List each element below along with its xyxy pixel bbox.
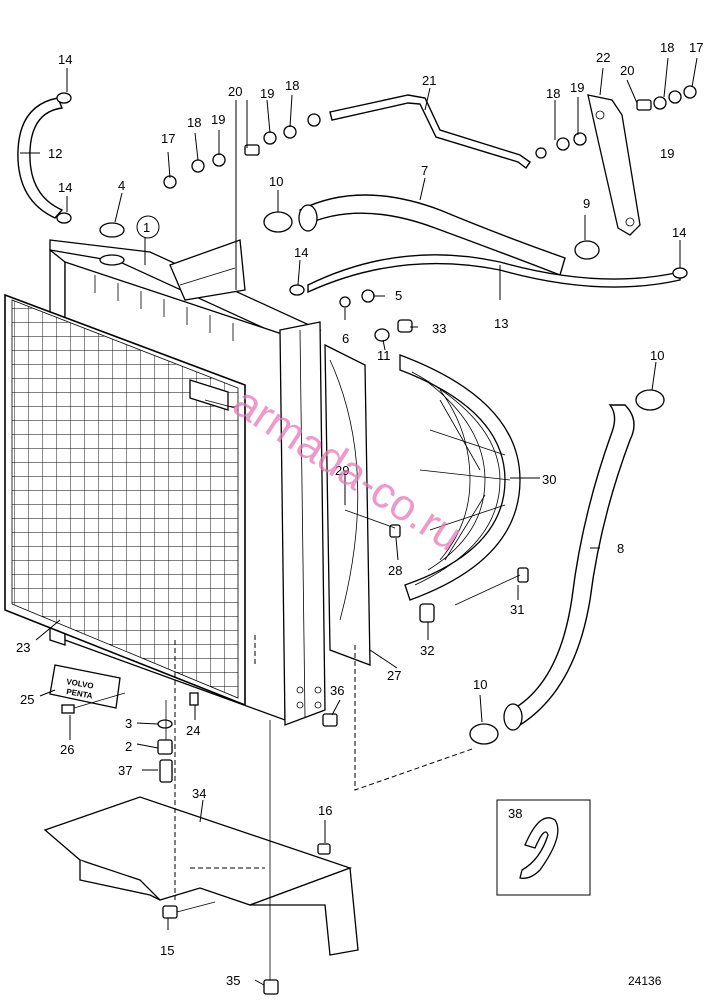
callout-37: 37 [118,763,132,778]
callout-1: 1 [143,220,150,235]
callout-5: 5 [395,288,402,303]
leader-lines [20,57,698,986]
callout-17-a: 17 [161,131,175,146]
callout-19-d: 19 [660,146,674,161]
detail-box-38 [496,799,591,896]
callout-19-c: 19 [570,80,584,95]
bracket-22 [587,94,641,236]
callout-20-a: 20 [228,84,242,99]
callout-17-b: 17 [689,40,703,55]
pipe-21 [329,94,531,170]
callout-4: 4 [118,178,125,193]
upper-hose-7 [299,194,566,276]
callout-29: 29 [335,463,349,478]
callout-28: 28 [388,563,402,578]
drawing-number: 24136 [628,974,662,988]
callout-10-a: 10 [269,174,283,189]
callout-24: 24 [186,723,200,738]
callout-20-b: 20 [620,63,634,78]
callout-25: 25 [20,692,34,707]
callout-15: 15 [160,943,174,958]
callout-13: 13 [494,316,508,331]
callout-32: 32 [420,643,434,658]
callout-12: 12 [48,146,62,161]
front-grille [4,293,246,707]
mounting-plate-34 [43,796,359,956]
bolts-and-rods [73,509,521,980]
callout-18-b: 18 [285,78,299,93]
callout-labels: 1 2 3 4 5 6 7 8 9 10 10 10 11 12 13 14 1… [16,40,703,988]
callout-2: 2 [125,739,132,754]
lower-hose-8 [514,404,635,727]
callout-36: 36 [330,683,344,698]
volvo-penta-nameplate: VOLVO PENTA [49,664,121,709]
callout-14-d: 14 [672,225,686,240]
callout-31: 31 [510,602,524,617]
callout-8: 8 [617,541,624,556]
callout-22: 22 [596,50,610,65]
callout-11: 11 [377,348,391,363]
callout-30: 30 [542,472,556,487]
callout-23: 23 [16,640,30,655]
callout-21: 21 [422,73,436,88]
callout-35: 35 [226,973,240,988]
callout-10-b: 10 [650,348,664,363]
callout-7: 7 [421,163,428,178]
callout-19-b: 19 [260,86,274,101]
fan-guard-30 [399,354,521,601]
callout-14-b: 14 [58,180,72,195]
pipe-13 [307,254,681,294]
callout-26: 26 [60,742,74,757]
callout-38: 38 [508,806,522,821]
callout-3: 3 [125,716,132,731]
callout-34: 34 [192,786,206,801]
callout-33: 33 [432,321,446,336]
callout-18-a: 18 [187,115,201,130]
callout-10-c: 10 [473,677,487,692]
callout-9: 9 [583,196,590,211]
callout-27: 27 [387,668,401,683]
callout-14-a: 14 [58,52,72,67]
callout-16: 16 [318,803,332,818]
callout-19-a: 19 [211,112,225,127]
callout-circle-1 [136,215,160,239]
callout-18-d: 18 [660,40,674,55]
callout-6: 6 [342,331,349,346]
callout-14-c: 14 [294,245,308,260]
hose-12 [17,97,64,219]
callout-18-c: 18 [546,86,560,101]
fasteners [61,85,697,995]
